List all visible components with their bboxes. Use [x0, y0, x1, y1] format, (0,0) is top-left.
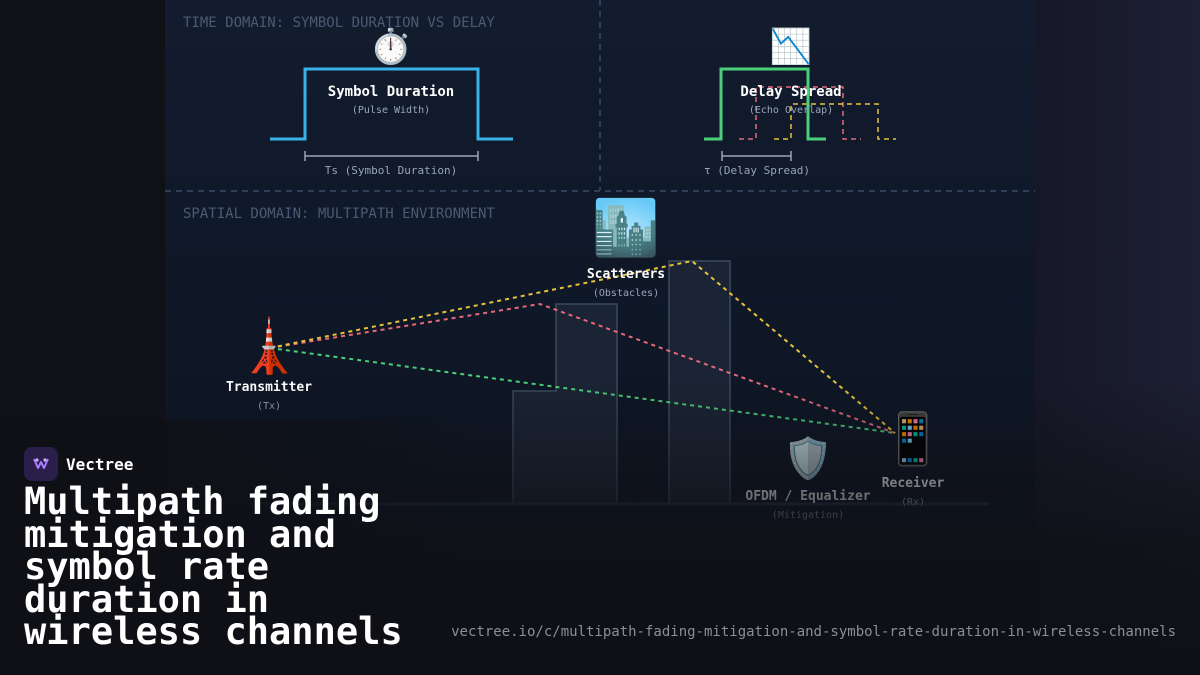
echo-pulse-1 [739, 86, 861, 140]
receiver-label: Receiver [882, 476, 945, 491]
direct-pulse [704, 67, 826, 141]
mobile-phone-icon: 📱 [882, 410, 944, 468]
page-title: Multipath fading mitigation and symbol r… [24, 480, 403, 653]
chart-decreasing-icon: 📉 [770, 27, 812, 67]
symbol-duration-label: Symbol Duration [328, 84, 454, 100]
stopwatch-icon: ⏱️ [370, 27, 412, 67]
shield-icon: 🛡️ [783, 435, 833, 482]
page-url[interactable]: vectree.io/c/multipath-fading-mitigation… [451, 624, 1176, 640]
reflected-path-1 [269, 302, 896, 434]
vectree-logo-icon [24, 447, 58, 481]
delay-spread-bracket [721, 151, 792, 161]
delay-spread-label: Delay Spread [740, 84, 841, 100]
equalizer-sublabel: (Mitigation) [772, 510, 844, 521]
equalizer-label: OFDM / Equalizer [745, 489, 870, 504]
time-domain-title: TIME DOMAIN: SYMBOL DURATION VS DELAY [183, 15, 495, 31]
symbol-duration-sublabel: (Pulse Width) [352, 105, 430, 116]
delay-spread-measure: τ (Delay Spread) [704, 164, 810, 177]
scatterers-sublabel: (Obstacles) [593, 288, 659, 299]
receiver-sublabel: (Rx) [901, 497, 925, 508]
symbol-pulse [270, 67, 513, 141]
scatterers-label: Scatterers [587, 267, 665, 282]
cityscape-icon: 🏙️ [592, 196, 659, 259]
delay-spread-sublabel: (Echo Overlap) [749, 105, 833, 116]
brand-name: Vectree [66, 454, 134, 474]
building-tall [668, 260, 731, 505]
symbol-duration-measure: Ts (Symbol Duration) [325, 164, 457, 177]
symbol-duration-bracket [304, 151, 479, 161]
spatial-domain-title: SPATIAL DOMAIN: MULTIPATH ENVIRONMENT [183, 206, 495, 222]
reflected-path-2 [269, 259, 896, 434]
transmitter-sublabel: (Tx) [257, 401, 281, 412]
transmitter-label: Transmitter [226, 380, 312, 395]
brand: Vectree [24, 447, 133, 481]
right-margin [1035, 0, 1200, 675]
tower-icon: 🗼 [237, 315, 302, 377]
